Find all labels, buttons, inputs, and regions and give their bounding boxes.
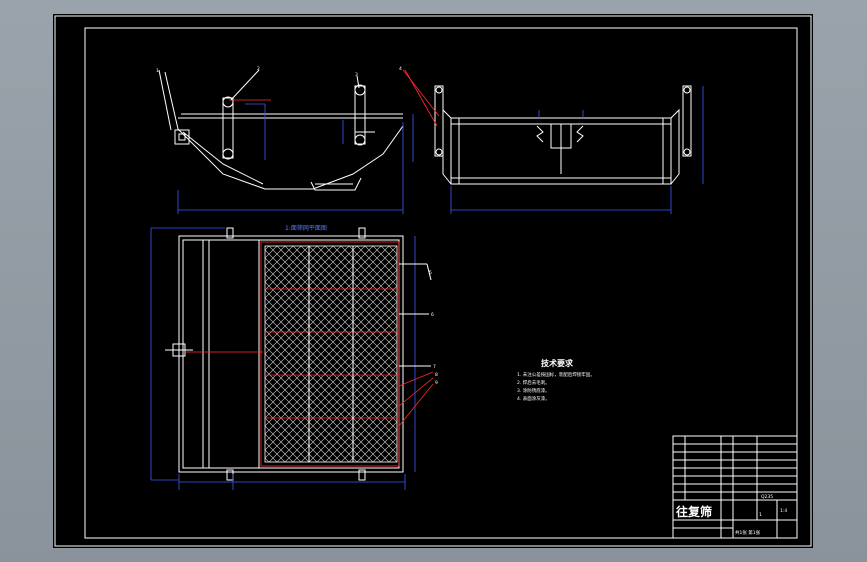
svg-text:4: 4 xyxy=(399,66,402,72)
svg-text:2: 2 xyxy=(257,66,260,72)
sheet-info: 共1张 第1张 xyxy=(735,529,761,536)
side-view: 4 xyxy=(399,66,704,214)
svg-text:5: 5 xyxy=(429,270,432,276)
hopper-outline xyxy=(164,71,404,190)
title-block: 往复筛 1:4 1 共1张 第1张 Q235 xyxy=(672,435,798,539)
plan-view: 1:面筛网平面图 xyxy=(150,224,438,490)
screen-mesh xyxy=(264,245,398,463)
drawing-title: 往复筛 xyxy=(676,504,712,519)
tech-requirements: 技术要求 1. 未注公差按国标，装配后焊接牢固。 2. 焊后去毛刺。 3. 涂防… xyxy=(517,358,595,402)
inner-border xyxy=(84,27,798,539)
svg-text:8: 8 xyxy=(435,372,438,378)
svg-text:6: 6 xyxy=(431,312,434,318)
tech-note-3: 3. 涂防锈底漆。 xyxy=(517,387,550,394)
drawing-canvas: 1 2 3 4 1:面筛网平 xyxy=(54,15,812,547)
plan-frame xyxy=(178,235,404,473)
hanger-left xyxy=(222,97,234,159)
tech-note-4: 4. 表面涂灰漆。 xyxy=(517,395,550,402)
material: Q235 xyxy=(761,494,773,500)
quantity: 1 xyxy=(759,512,762,518)
screen-mesh-border xyxy=(260,241,400,467)
cad-drawing-viewport[interactable]: 1 2 3 4 1:面筛网平 xyxy=(53,14,813,548)
hanger-right xyxy=(354,85,366,145)
plan-view-label: 1:面筛网平面图 xyxy=(285,224,327,232)
tech-note-1: 1. 未注公差按国标，装配后焊接牢固。 xyxy=(517,371,595,378)
tech-note-2: 2. 焊后去毛刺。 xyxy=(517,379,550,386)
side-body xyxy=(450,117,672,185)
scale: 1:4 xyxy=(780,508,787,514)
svg-text:7: 7 xyxy=(433,364,436,370)
svg-text:9: 9 xyxy=(435,380,438,386)
outer-border xyxy=(54,15,812,547)
front-view: 1 2 3 xyxy=(156,66,414,214)
svg-text:3: 3 xyxy=(355,72,358,78)
svg-text:1: 1 xyxy=(156,68,159,74)
tech-title: 技术要求 xyxy=(541,358,574,368)
